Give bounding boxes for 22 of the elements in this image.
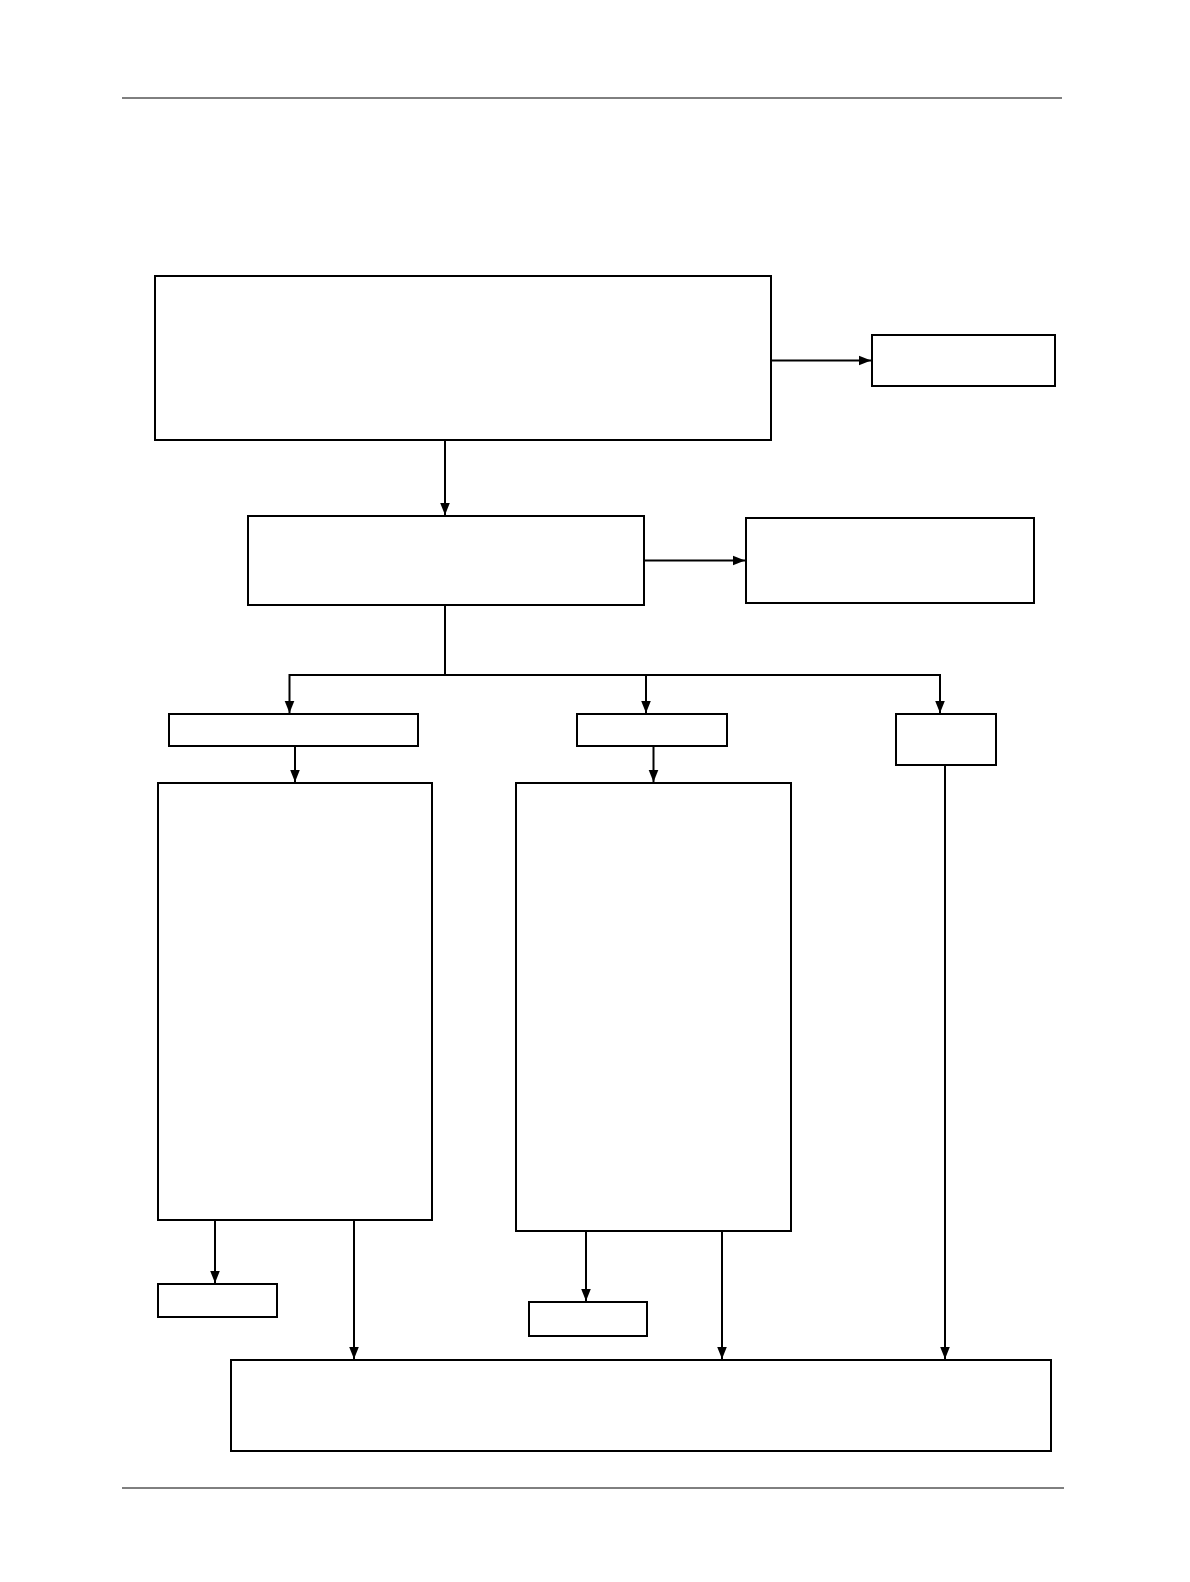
arrow <box>771 355 872 366</box>
arrow <box>648 746 659 783</box>
process-box <box>528 1301 648 1337</box>
process-box <box>515 782 792 1232</box>
arrow <box>644 555 746 566</box>
process-box <box>247 515 645 606</box>
process-box <box>895 713 997 766</box>
arrow <box>717 1231 727 1360</box>
arrow <box>210 1220 220 1284</box>
process-box <box>157 782 433 1221</box>
arrow <box>349 1220 359 1360</box>
arrow <box>581 1231 591 1302</box>
process-box <box>871 334 1056 387</box>
process-box <box>157 1283 278 1318</box>
arrow <box>440 440 450 516</box>
process-box <box>576 713 728 747</box>
process-box <box>168 713 419 747</box>
arrow <box>940 765 950 1360</box>
arrow <box>290 746 300 783</box>
process-box <box>745 517 1035 604</box>
process-box <box>154 275 772 441</box>
process-box <box>230 1359 1052 1452</box>
